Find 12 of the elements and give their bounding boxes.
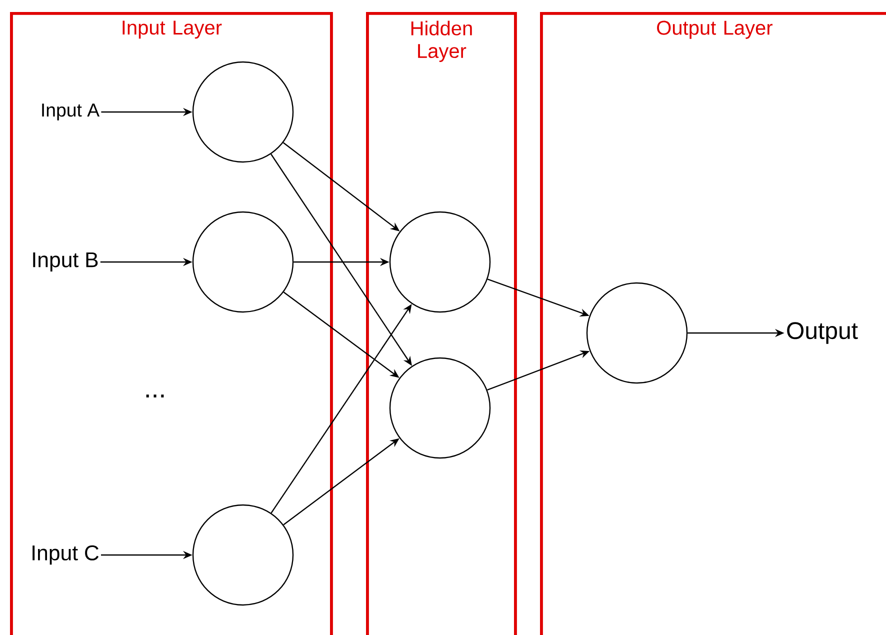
layer-band: Hidden Layer xyxy=(366,12,517,635)
neuron-circle xyxy=(192,211,294,313)
neuron-circle xyxy=(389,357,491,459)
text-label: Input B xyxy=(33,252,98,272)
neuron-circle xyxy=(192,61,294,163)
text-label: Input C xyxy=(32,545,99,565)
text-label: Output xyxy=(787,322,858,344)
ellipsis: ... xyxy=(146,394,164,398)
neuron-circle xyxy=(586,282,688,384)
neuron-circle xyxy=(389,211,491,313)
neuron-circle xyxy=(192,504,294,606)
text-label: Input A xyxy=(42,104,100,120)
